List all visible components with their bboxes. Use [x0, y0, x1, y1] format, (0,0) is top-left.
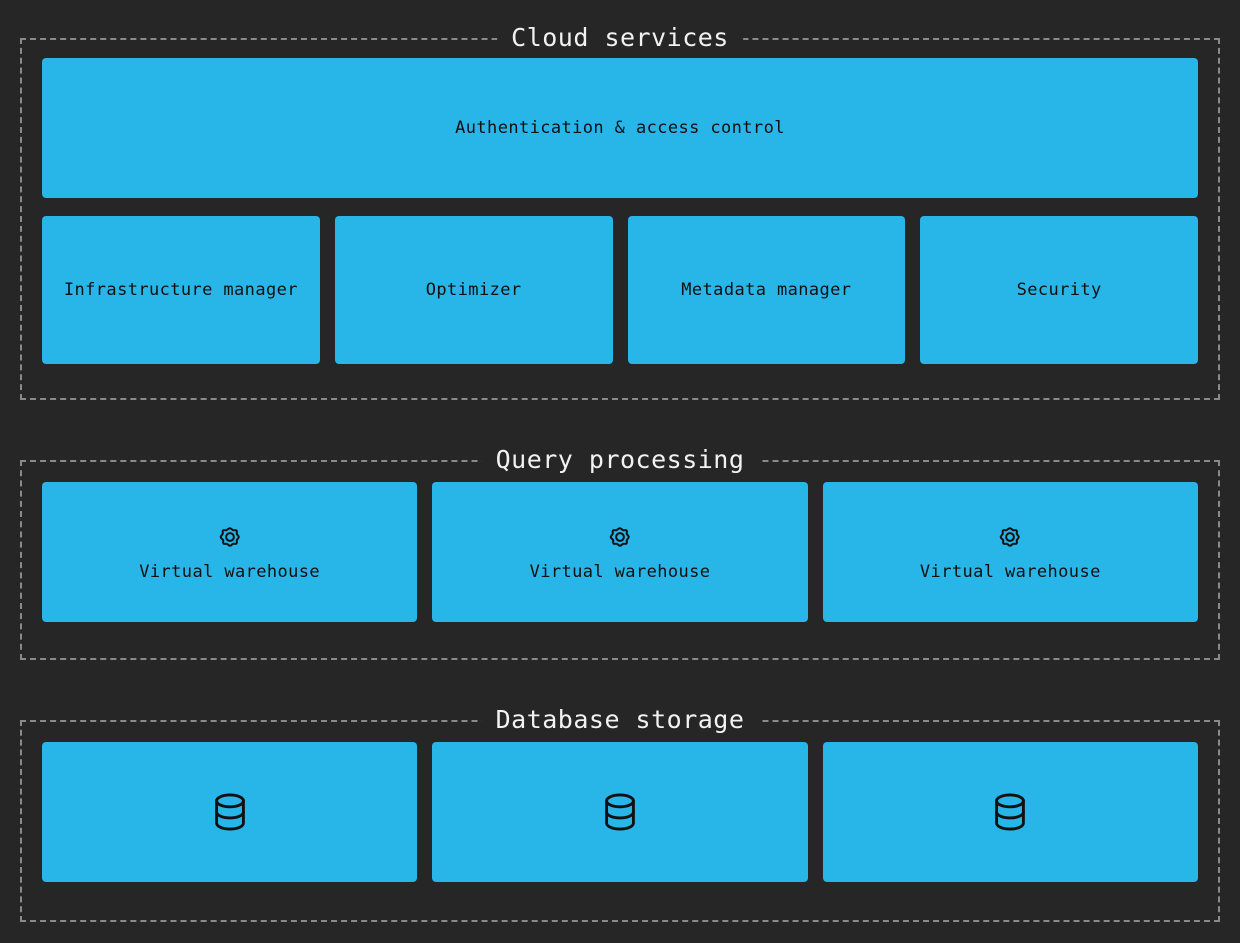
section-query-processing: Query processing Virtual warehouse [20, 445, 1220, 660]
database-icon [987, 789, 1033, 835]
gear-icon [995, 522, 1025, 552]
node-row: Infrastructure manager Optimizer Metadat… [42, 216, 1198, 364]
node-label: Security [1016, 280, 1102, 300]
database-icon [597, 789, 643, 835]
section-title-database-storage: Database storage [481, 705, 759, 735]
section-body-cloud-services: Authentication & access control Infrastr… [22, 40, 1218, 398]
node-infrastructure-manager[interactable]: Infrastructure manager [42, 216, 320, 364]
node-security[interactable]: Security [920, 216, 1198, 364]
node-label: Virtual warehouse [529, 562, 711, 582]
gear-icon [215, 522, 245, 552]
section-title-cloud-services: Cloud services [497, 23, 743, 53]
node-row: Virtual warehouse Virtual warehouse [42, 482, 1198, 622]
node-label: Infrastructure manager [63, 280, 298, 300]
node-row [42, 742, 1198, 882]
section-body-database-storage [22, 722, 1218, 920]
node-virtual-warehouse-3[interactable]: Virtual warehouse [822, 482, 1198, 622]
node-label: Authentication & access control [455, 118, 785, 138]
node-database-storage-2[interactable] [432, 742, 808, 882]
node-row: Authentication & access control [42, 58, 1198, 198]
node-database-storage-1[interactable] [42, 742, 418, 882]
node-label: Virtual warehouse [139, 562, 321, 582]
node-virtual-warehouse-2[interactable]: Virtual warehouse [432, 482, 808, 622]
node-database-storage-3[interactable] [822, 742, 1198, 882]
section-body-query-processing: Virtual warehouse Virtual warehouse [22, 462, 1218, 658]
node-label: Optimizer [425, 280, 522, 300]
section-cloud-services: Cloud services Authentication & access c… [20, 23, 1220, 400]
gear-icon [605, 522, 635, 552]
database-icon [207, 789, 253, 835]
node-metadata-manager[interactable]: Metadata manager [627, 216, 906, 364]
section-database-storage: Database storage [20, 705, 1220, 922]
section-title-query-processing: Query processing [481, 445, 759, 475]
node-label: Metadata manager [681, 280, 852, 300]
node-label: Virtual warehouse [919, 562, 1101, 582]
node-authentication-access-control[interactable]: Authentication & access control [42, 58, 1198, 198]
node-optimizer[interactable]: Optimizer [334, 216, 613, 364]
node-virtual-warehouse-1[interactable]: Virtual warehouse [42, 482, 418, 622]
